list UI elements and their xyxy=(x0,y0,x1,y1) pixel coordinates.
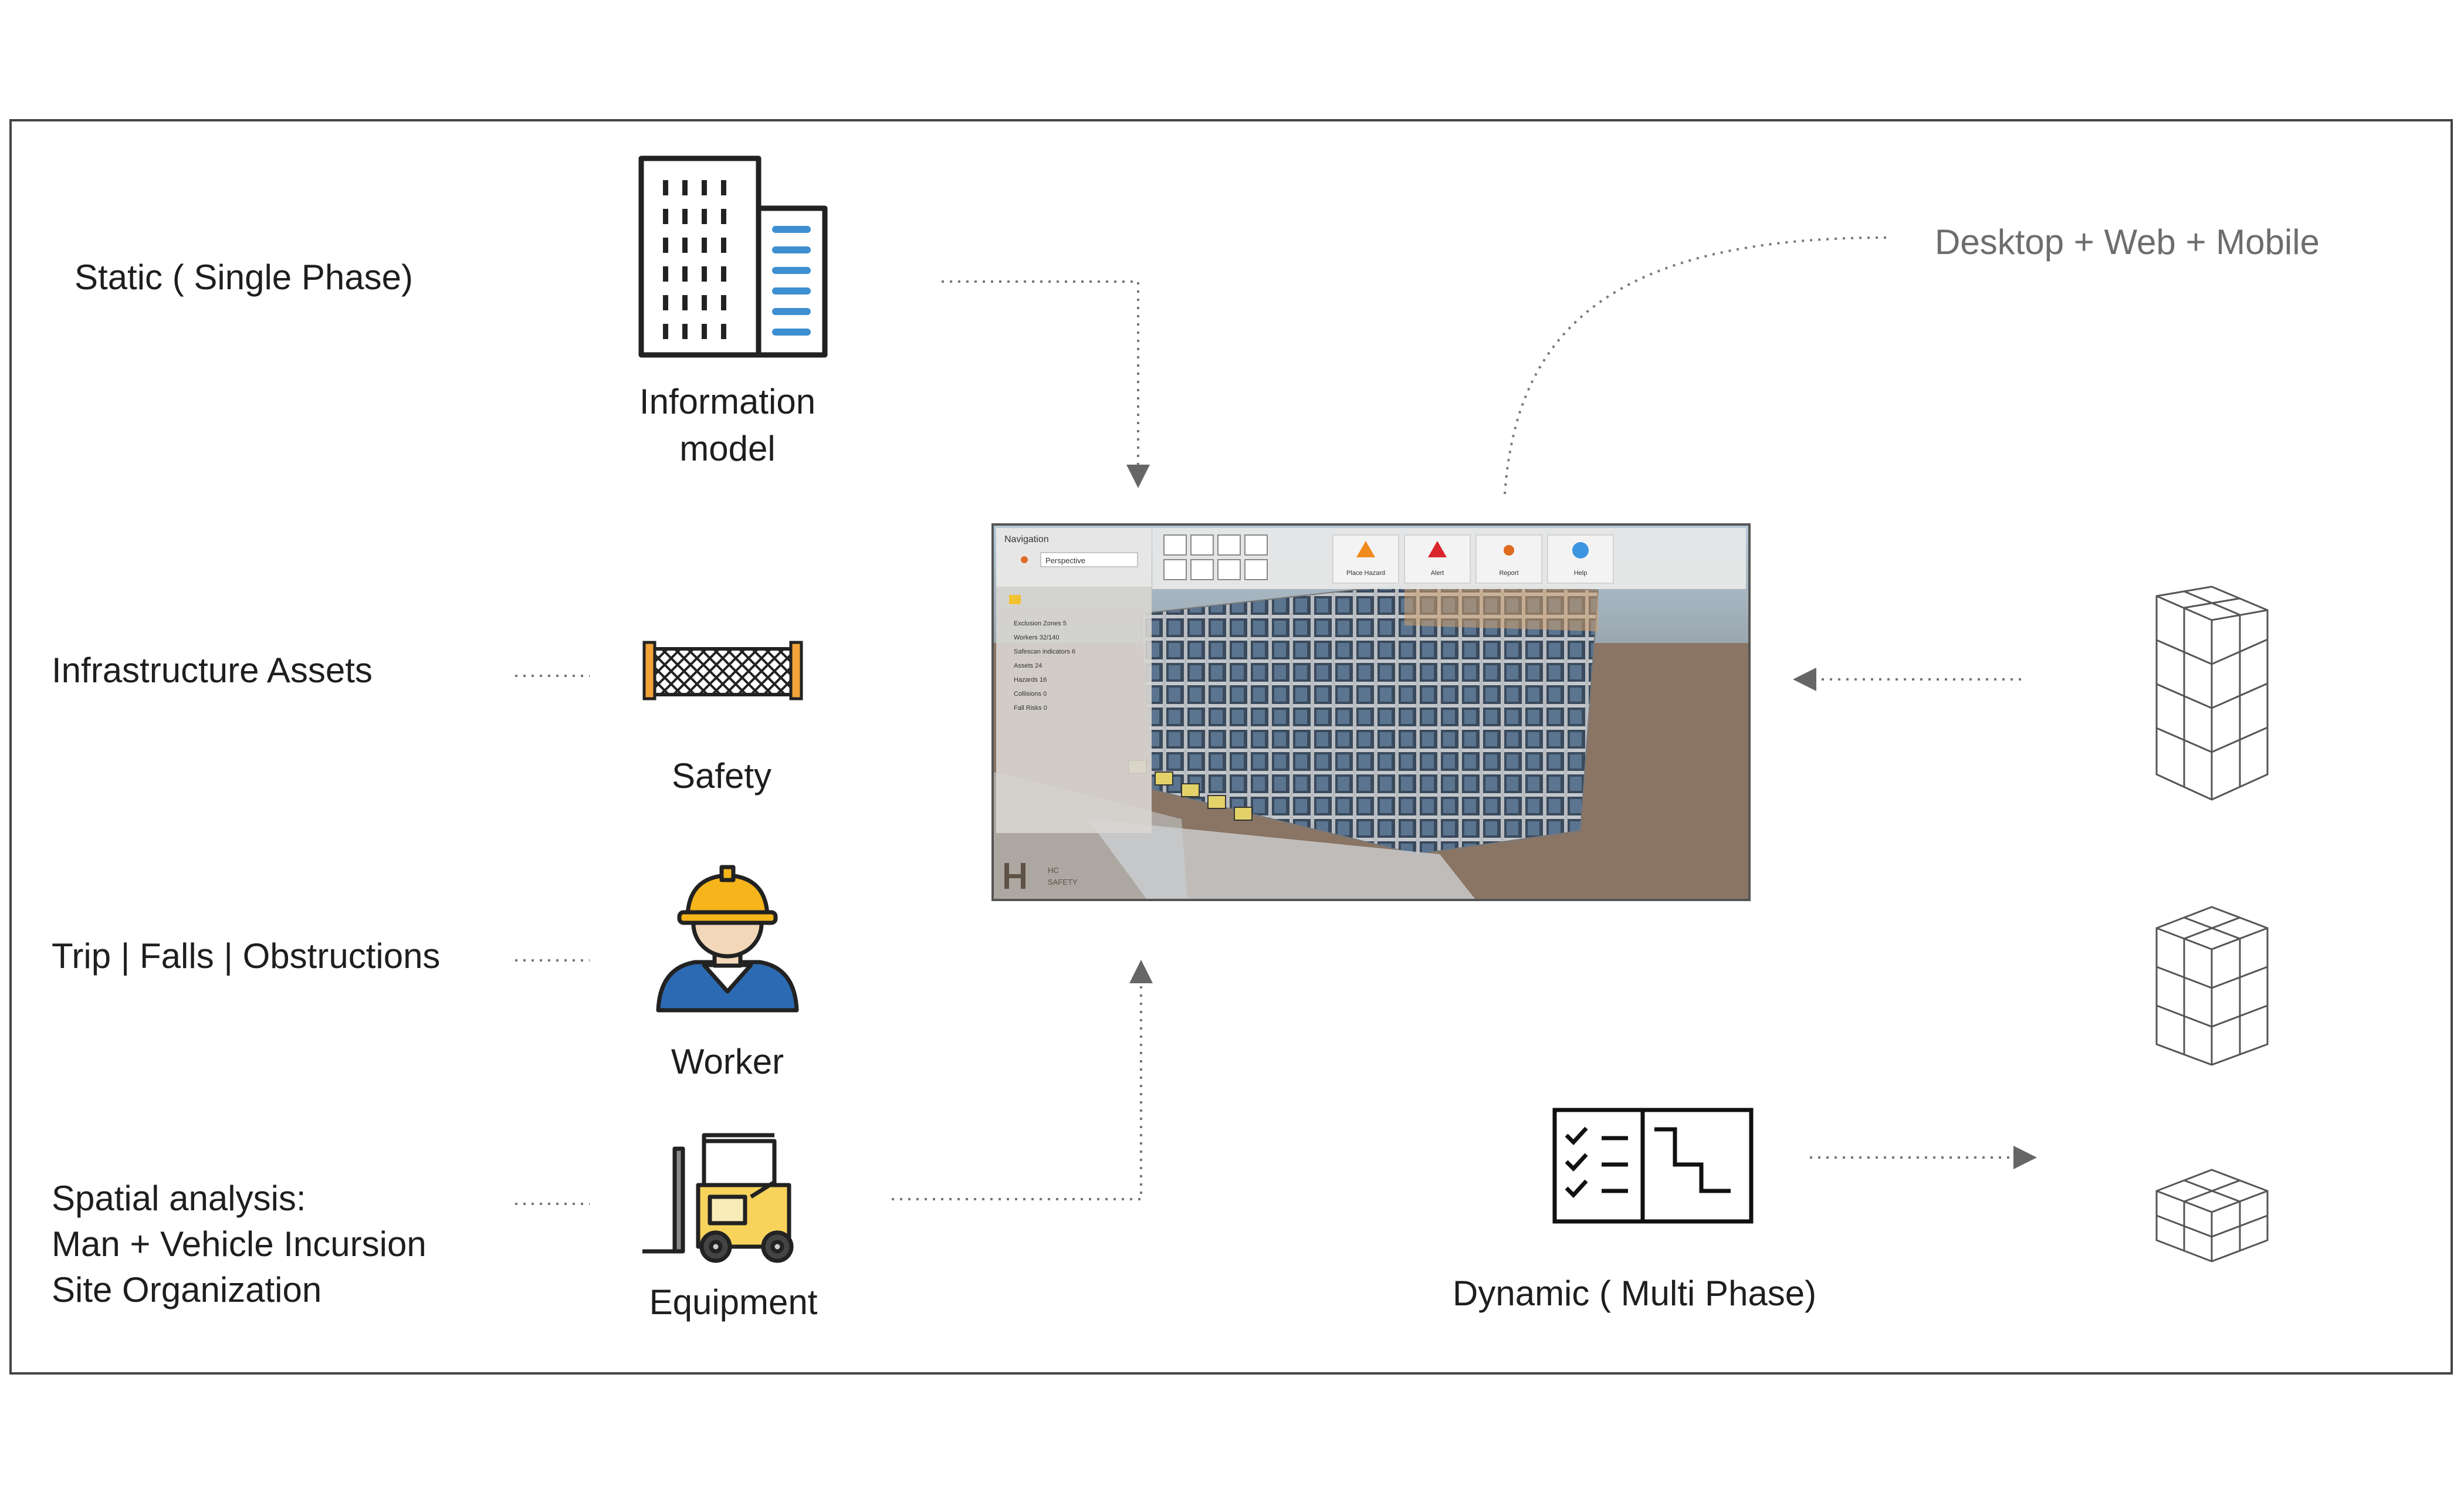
platforms-label: Desktop + Web + Mobile xyxy=(1935,222,2320,262)
block-stack-tall-icon xyxy=(2155,585,2269,801)
equipment-to-screenshot-connector xyxy=(892,960,1153,1200)
worker-caption: Worker xyxy=(671,1042,784,1081)
diagram-frame xyxy=(9,119,2453,1375)
information-model-caption-1: Information xyxy=(639,382,816,421)
app-screenshot: Navigation Perspective Exclusion Zones 5… xyxy=(991,523,1751,901)
block-stack-short-icon xyxy=(2155,1169,2269,1263)
info-to-screenshot-connector xyxy=(942,280,1150,488)
tree-item-5: Hazards 16 xyxy=(1014,676,1047,683)
equipment-caption: Equipment xyxy=(649,1282,818,1322)
tree-item-1: Exclusion Zones 5 xyxy=(1014,620,1067,627)
information-model-caption-2: model xyxy=(679,429,776,468)
view-select: Perspective xyxy=(1045,556,1085,565)
forklift-icon xyxy=(642,1133,794,1263)
logo-text-2: SAFETY xyxy=(1048,878,1078,886)
spatial-analysis-label-3: Site Organization xyxy=(52,1270,322,1309)
platforms-connector xyxy=(1504,236,1887,495)
tree-item-6: Collisions 0 xyxy=(1014,691,1047,698)
logo-text-1: HC xyxy=(1048,866,1059,875)
app-screenshot-render: Navigation Perspective Exclusion Zones 5… xyxy=(994,526,1748,899)
worker-icon xyxy=(656,865,799,1013)
tree-item-4: Assets 24 xyxy=(1014,662,1042,669)
building-icon xyxy=(638,155,828,358)
spatial-analysis-label-1: Spatial analysis: xyxy=(52,1179,306,1218)
spatial-analysis-label-2: Man + Vehicle Incursion xyxy=(52,1224,427,1264)
infrastructure-assets-label: Infrastructure Assets xyxy=(52,651,373,690)
dynamic-phase-label: Dynamic ( Multi Phase) xyxy=(1453,1274,1817,1313)
block-stack-medium-icon xyxy=(2155,906,2269,1066)
alert-button: Alert xyxy=(1431,570,1444,577)
tree-item-2: Workers 32/140 xyxy=(1014,634,1059,641)
static-phase-label: Static ( Single Phase) xyxy=(75,258,413,297)
schedule-checklist-icon xyxy=(1552,1108,1754,1224)
place-hazard-button: Place Hazard xyxy=(1346,570,1385,577)
help-button: Help xyxy=(1574,570,1588,577)
safety-caption: Safety xyxy=(671,756,772,796)
safety-fence-icon xyxy=(642,641,803,700)
report-button: Report xyxy=(1499,570,1518,577)
tree-item-3: Safescan indicators 6 xyxy=(1014,648,1075,655)
nav-panel-title: Navigation xyxy=(1004,534,1049,544)
trips-falls-label: Trip | Falls | Obstructions xyxy=(52,936,441,976)
tree-item-7: Fall Risks 0 xyxy=(1014,705,1047,712)
